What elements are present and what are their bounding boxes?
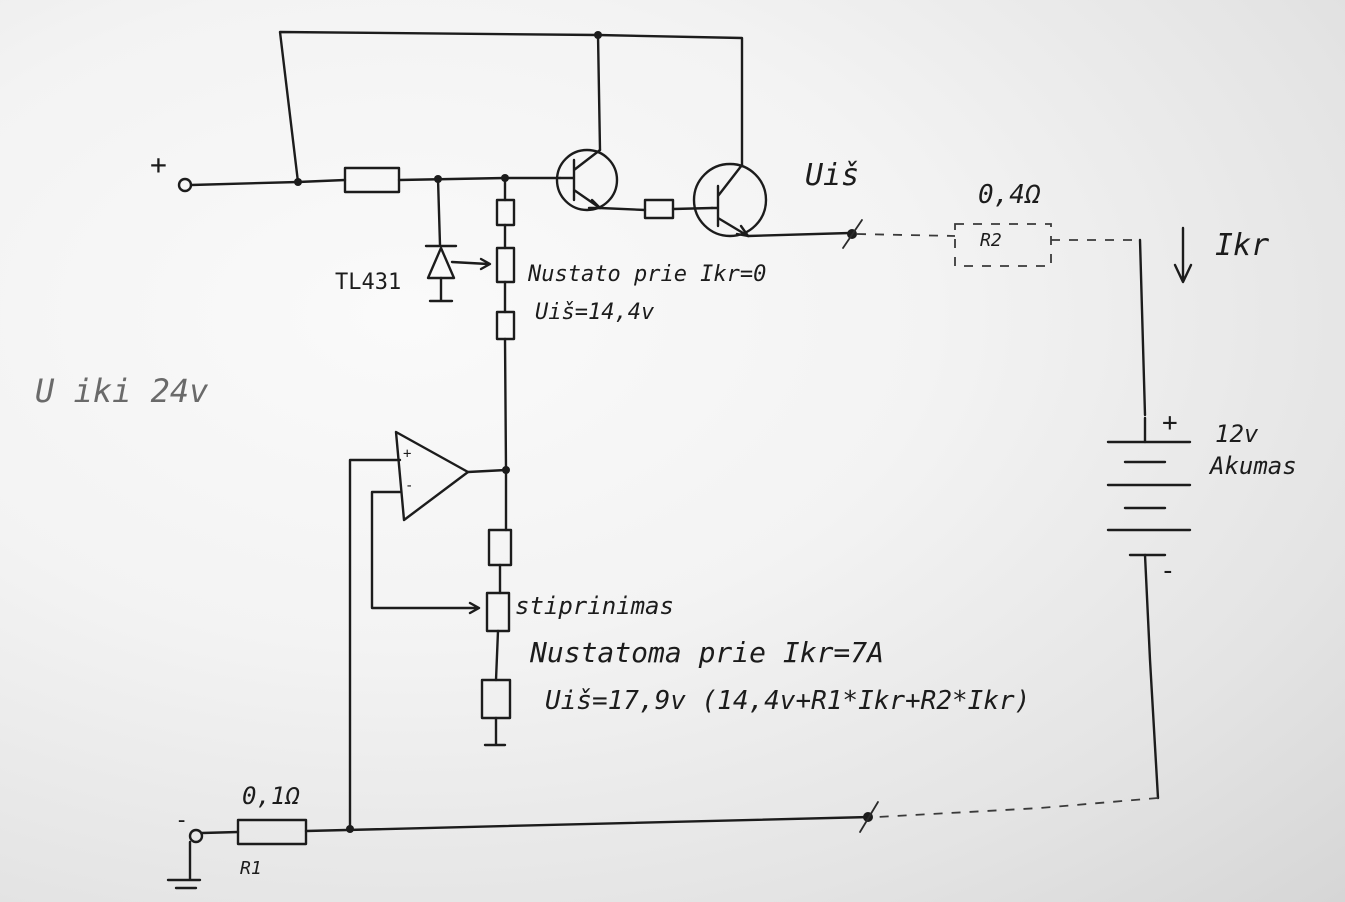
battery-symbol <box>1106 416 1192 800</box>
tl431-label: TL431 <box>335 270 402 295</box>
positive-input-wire <box>177 30 744 193</box>
r2-resistor <box>856 223 1147 417</box>
base-resistor <box>598 198 714 220</box>
battery-minus-label: - <box>1160 556 1176 586</box>
output-voltage-label: Uiš <box>805 158 860 193</box>
tl431-regulator <box>424 177 492 303</box>
transistor-q1 <box>555 148 619 212</box>
transistor-q2 <box>692 162 852 238</box>
battery-voltage-label: 12v <box>1215 420 1259 448</box>
r1-value-label: 0,1Ω <box>242 782 300 810</box>
r1-name-label: R1 <box>240 858 262 879</box>
return-wire-dashed <box>877 797 1159 818</box>
output-terminal <box>842 219 863 249</box>
opamp-plus-label: + <box>403 446 412 462</box>
gain-label: stiprinimas <box>515 592 674 620</box>
minus-terminal-label: - <box>175 808 189 833</box>
opamp-minus-label: - <box>405 478 414 494</box>
gain-note-line1: Nustatoma prie Ikr=7A <box>530 636 885 669</box>
input-voltage-label: U iki 24v <box>35 372 209 410</box>
battery-plus-label: + <box>1162 408 1178 438</box>
r2-value-label: 0,4Ω <box>978 180 1041 210</box>
r2-name-label: R2 <box>980 230 1002 251</box>
input-resistor <box>296 166 562 194</box>
current-label: Ikr <box>1215 228 1270 263</box>
set-note-line2: Uiš=14,4v <box>535 300 655 325</box>
op-amp <box>348 430 508 831</box>
plus-terminal-label: + <box>150 148 167 181</box>
negative-input-wire <box>166 815 872 890</box>
battery-name-label: Akumas <box>1210 452 1297 480</box>
set-note-line1: Nustato prie Ikr=0 <box>528 262 767 287</box>
current-arrow <box>1173 226 1193 284</box>
negative-output-terminal <box>859 801 879 833</box>
gain-note-line2: Uiš=17,9v (14,4v+R1*Ikr+R2*Ikr) <box>545 686 1031 716</box>
